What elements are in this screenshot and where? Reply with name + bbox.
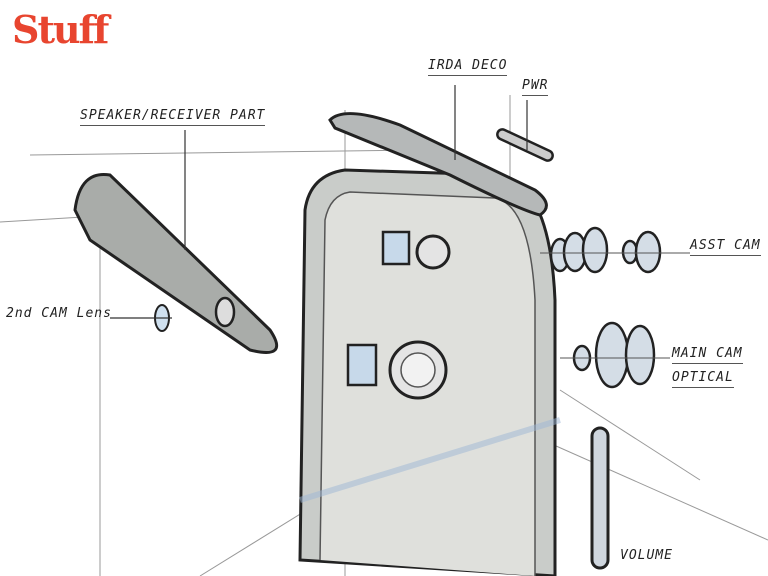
guide-line [559,389,701,481]
guide-line [519,429,768,541]
label-main-cam: MAIN CAM [672,346,743,364]
label-asst-cam: ASST CAM [690,238,761,256]
main-cam-lenses [572,321,656,389]
main-cam-inner-ring [400,352,436,388]
stuff-logo: Stuff [12,7,109,52]
label-volume: VOLUME [620,548,673,563]
speaker-hole [214,296,236,328]
asst-cam-lenses [549,226,662,274]
main-cam-module [346,343,378,387]
lens-element [624,324,656,386]
label-optical: OPTICAL [672,370,734,388]
body-reflection [299,417,561,503]
speaker-receiver-part [73,172,279,354]
power-button [496,128,554,162]
volume-button [590,426,610,570]
label-second-cam: 2nd CAM Lens [6,306,112,321]
asst-cam-module [381,230,411,266]
lens-element [581,226,609,274]
irda-deco-part [328,112,548,217]
lens-element [594,321,630,389]
asst-cam-ring [415,234,451,270]
label-pwr: PWR [522,78,549,96]
guide-line [29,149,421,156]
lens-element [634,230,662,274]
label-speaker-receiver: SPEAKER/RECEIVER PART [80,108,266,126]
label-irda-deco: IRDA DECO [428,58,508,76]
